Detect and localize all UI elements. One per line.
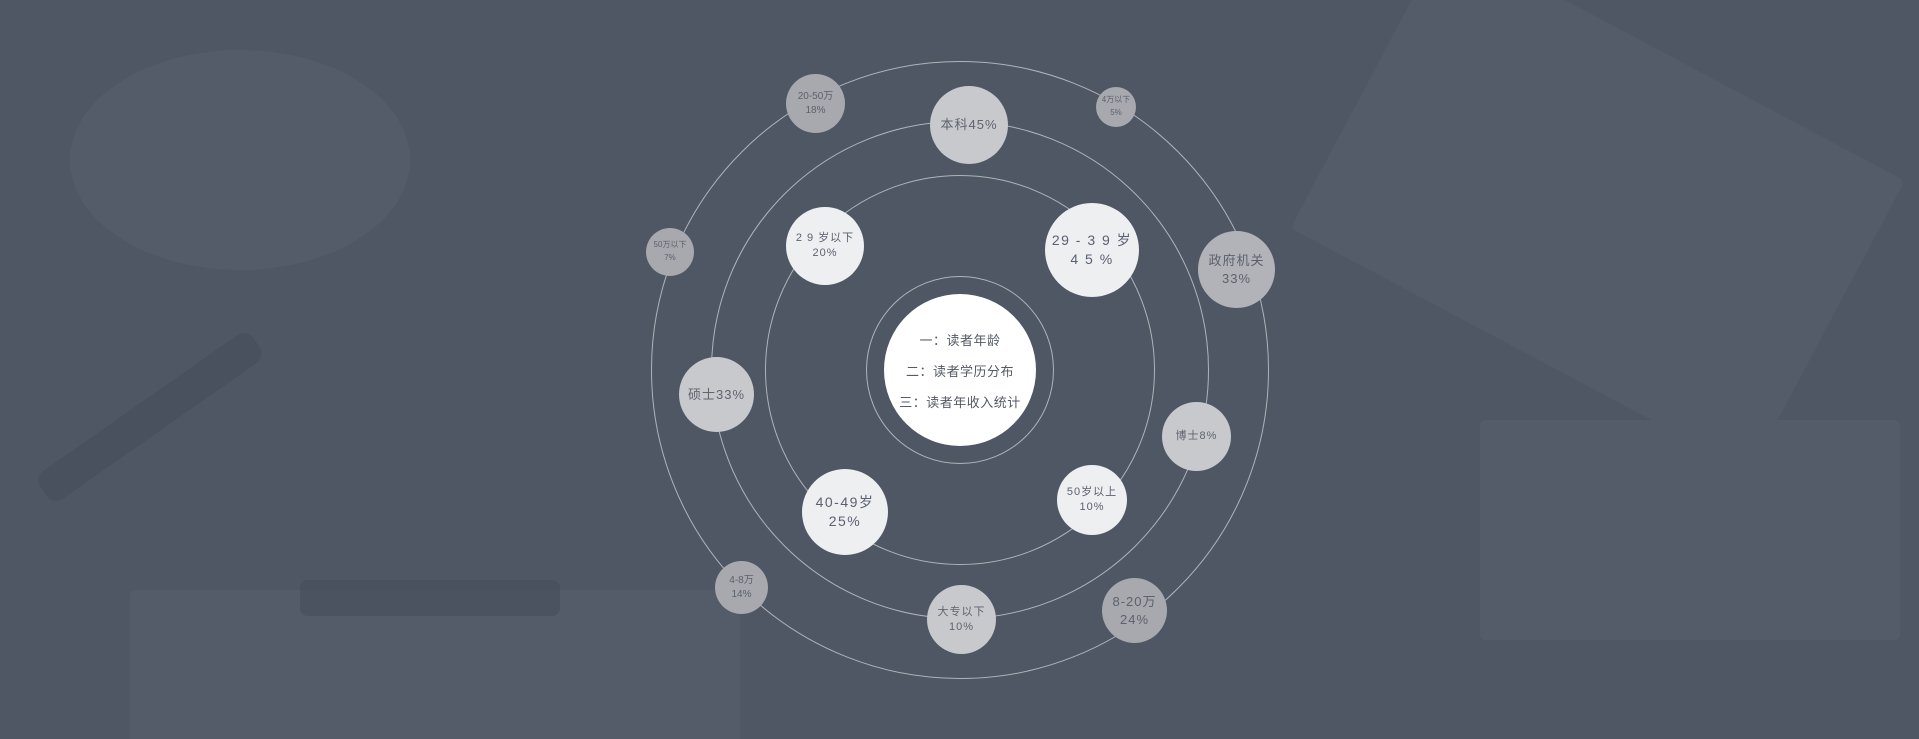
age-over-50-value: 10% [1079,501,1105,513]
income-4-8-bubble: 4-8万 14% [715,561,768,614]
education-government-bubble: 政府机关 33% [1198,231,1275,308]
income-20-50-value: 18% [805,104,826,116]
education-master-label: 硕士33% [687,386,746,402]
age-under-29-label: 2 9 岁以下 [795,232,855,245]
income-under-50-bubble: 50万以下 7% [646,228,694,276]
income-under-50-label: 50万以下 [653,240,687,250]
income-under-4-bubble: 4万以下 5% [1096,87,1136,127]
age-over-50-bubble: 50岁以上 10% [1057,465,1127,535]
center-circle: 一：读者年龄 二：读者学历分布 三：读者年收入统计 [884,294,1036,446]
education-bachelor-label: 本科45% [940,117,998,133]
education-phd-label: 博士8% [1175,430,1218,443]
income-8-20-label: 8-20万 [1112,593,1157,609]
center-item-age: 一：读者年龄 [919,332,1001,348]
age-29-39-value: 4 5 % [1070,251,1114,267]
education-government-value: 33% [1221,270,1252,286]
center-item-education: 二：读者学历分布 [905,363,1014,379]
income-under-4-value: 5% [1110,108,1122,117]
education-bachelor-bubble: 本科45% [930,86,1008,164]
income-under-50-value: 7% [664,253,676,262]
center-ring [866,276,1054,464]
outer-ring [651,61,1269,679]
education-government-label: 政府机关 [1208,252,1265,268]
age-over-50-label: 50岁以上 [1066,486,1118,499]
age-under-29-value: 20% [812,247,838,259]
education-college-value: 10% [948,620,975,633]
income-4-8-label: 4-8万 [729,575,754,586]
income-20-50-bubble: 20-50万 18% [786,74,845,133]
income-under-4-label: 4万以下 [1101,95,1131,105]
center-item-income: 三：读者年收入统计 [899,394,1021,410]
age-40-49-bubble: 40-49岁 25% [802,469,888,555]
income-8-20-value: 24% [1119,611,1150,627]
income-20-50-label: 20-50万 [797,91,834,102]
education-master-bubble: 硕士33% [679,357,754,432]
inner-ring [765,175,1155,565]
education-phd-bubble: 博士8% [1162,402,1231,471]
education-college-bubble: 大专以下 10% [927,585,996,654]
age-40-49-label: 40-49岁 [815,494,875,511]
education-college-label: 大专以下 [937,605,986,618]
income-4-8-value: 14% [731,588,752,600]
age-29-39-bubble: 29 - 3 9 岁 4 5 % [1045,203,1139,297]
age-40-49-value: 25% [828,513,862,529]
age-under-29-bubble: 2 9 岁以下 20% [786,207,864,285]
age-29-39-label: 29 - 3 9 岁 [1051,232,1133,249]
income-8-20-bubble: 8-20万 24% [1102,578,1167,643]
